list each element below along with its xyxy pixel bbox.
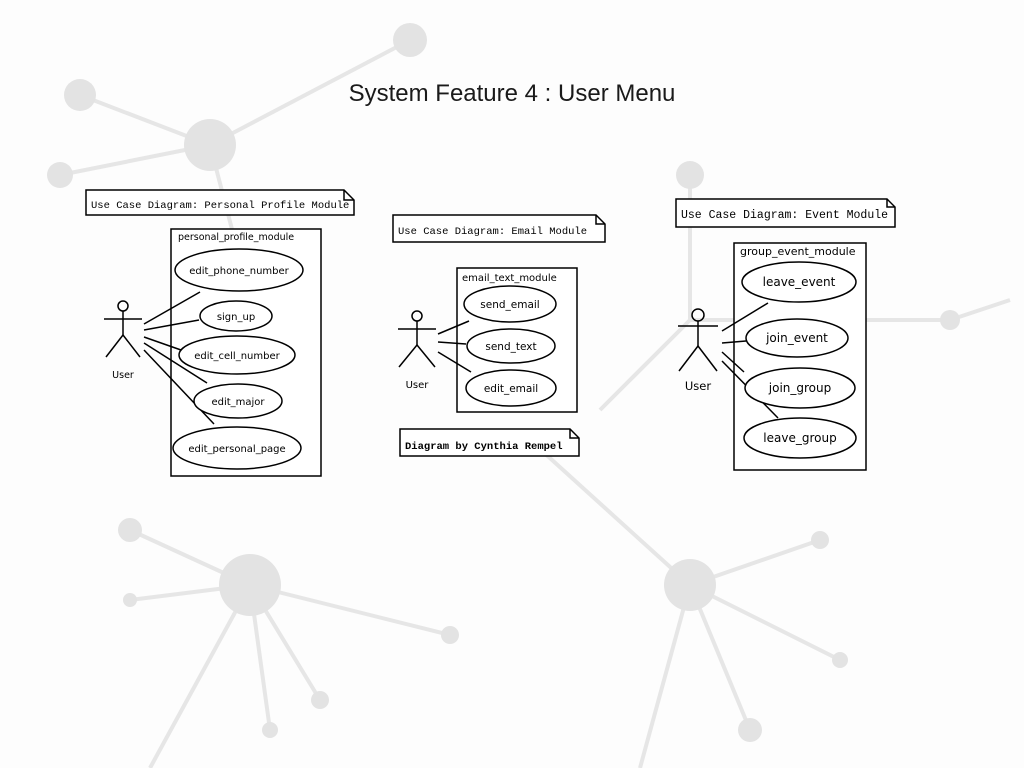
- actor-label: User: [406, 380, 430, 391]
- use-case-label: edit_major: [211, 397, 265, 408]
- note-label: Use Case Diagram: Event Module: [681, 209, 888, 222]
- actor: [398, 310, 436, 368]
- note-label: Use Case Diagram: Personal Profile Modul…: [91, 200, 349, 212]
- slide-title: System Feature 4 : User Menu: [348, 80, 676, 107]
- use-case-label: leave_group: [763, 431, 836, 445]
- use-case: join_event: [745, 318, 849, 358]
- use-case-label: join_group: [768, 381, 831, 395]
- use-case-label: edit_email: [484, 383, 538, 395]
- use-case-label: send_text: [485, 341, 536, 353]
- use-case-label: join_event: [765, 331, 828, 345]
- actor: [104, 300, 142, 358]
- actor-label: User: [112, 370, 134, 381]
- use-case: edit_personal_page: [172, 426, 302, 470]
- use-case: leave_event: [741, 261, 857, 303]
- use-case: edit_phone_number: [174, 248, 304, 292]
- use-case-label: edit_personal_page: [188, 444, 285, 455]
- actor-label: User: [685, 379, 711, 393]
- use-case: edit_major: [193, 383, 283, 419]
- use-case-label: leave_event: [763, 275, 836, 289]
- use-case: edit_email: [465, 369, 557, 407]
- use-case: send_email: [463, 285, 557, 323]
- use-case: leave_group: [743, 417, 857, 459]
- use-case: join_group: [744, 367, 856, 409]
- use-case: edit_cell_number: [178, 335, 296, 375]
- use-case-label: send_email: [480, 299, 539, 311]
- credit-label: Diagram by Cynthia Rempel: [405, 441, 563, 453]
- actor: [678, 308, 718, 372]
- use-case: send_text: [466, 328, 556, 364]
- diagram-personal-profile: Use Case Diagram: Personal Profile Modul…: [85, 189, 355, 477]
- associations: [437, 320, 472, 373]
- use-case-label: edit_phone_number: [189, 266, 289, 277]
- use-case-label: edit_cell_number: [194, 351, 280, 362]
- associations: [143, 291, 215, 425]
- module-label: personal_profile_module: [178, 232, 294, 243]
- diagram-note: Use Case Diagram: Email Module: [392, 214, 606, 243]
- diagram-note: Use Case Diagram: Personal Profile Modul…: [85, 189, 355, 216]
- note-label: Use Case Diagram: Email Module: [398, 226, 587, 238]
- credit-note: Diagram by Cynthia Rempel: [399, 428, 580, 457]
- diagram-event: Use Case Diagram: Event Module group_eve…: [675, 198, 896, 471]
- diagram-email: Use Case Diagram: Email Module email_tex…: [392, 214, 606, 457]
- module-label: group_event_module: [740, 245, 856, 258]
- diagram-note: Use Case Diagram: Event Module: [675, 198, 896, 228]
- use-case-label: sign_up: [217, 312, 255, 323]
- module-label: email_text_module: [462, 273, 557, 284]
- use-case: sign_up: [199, 300, 273, 332]
